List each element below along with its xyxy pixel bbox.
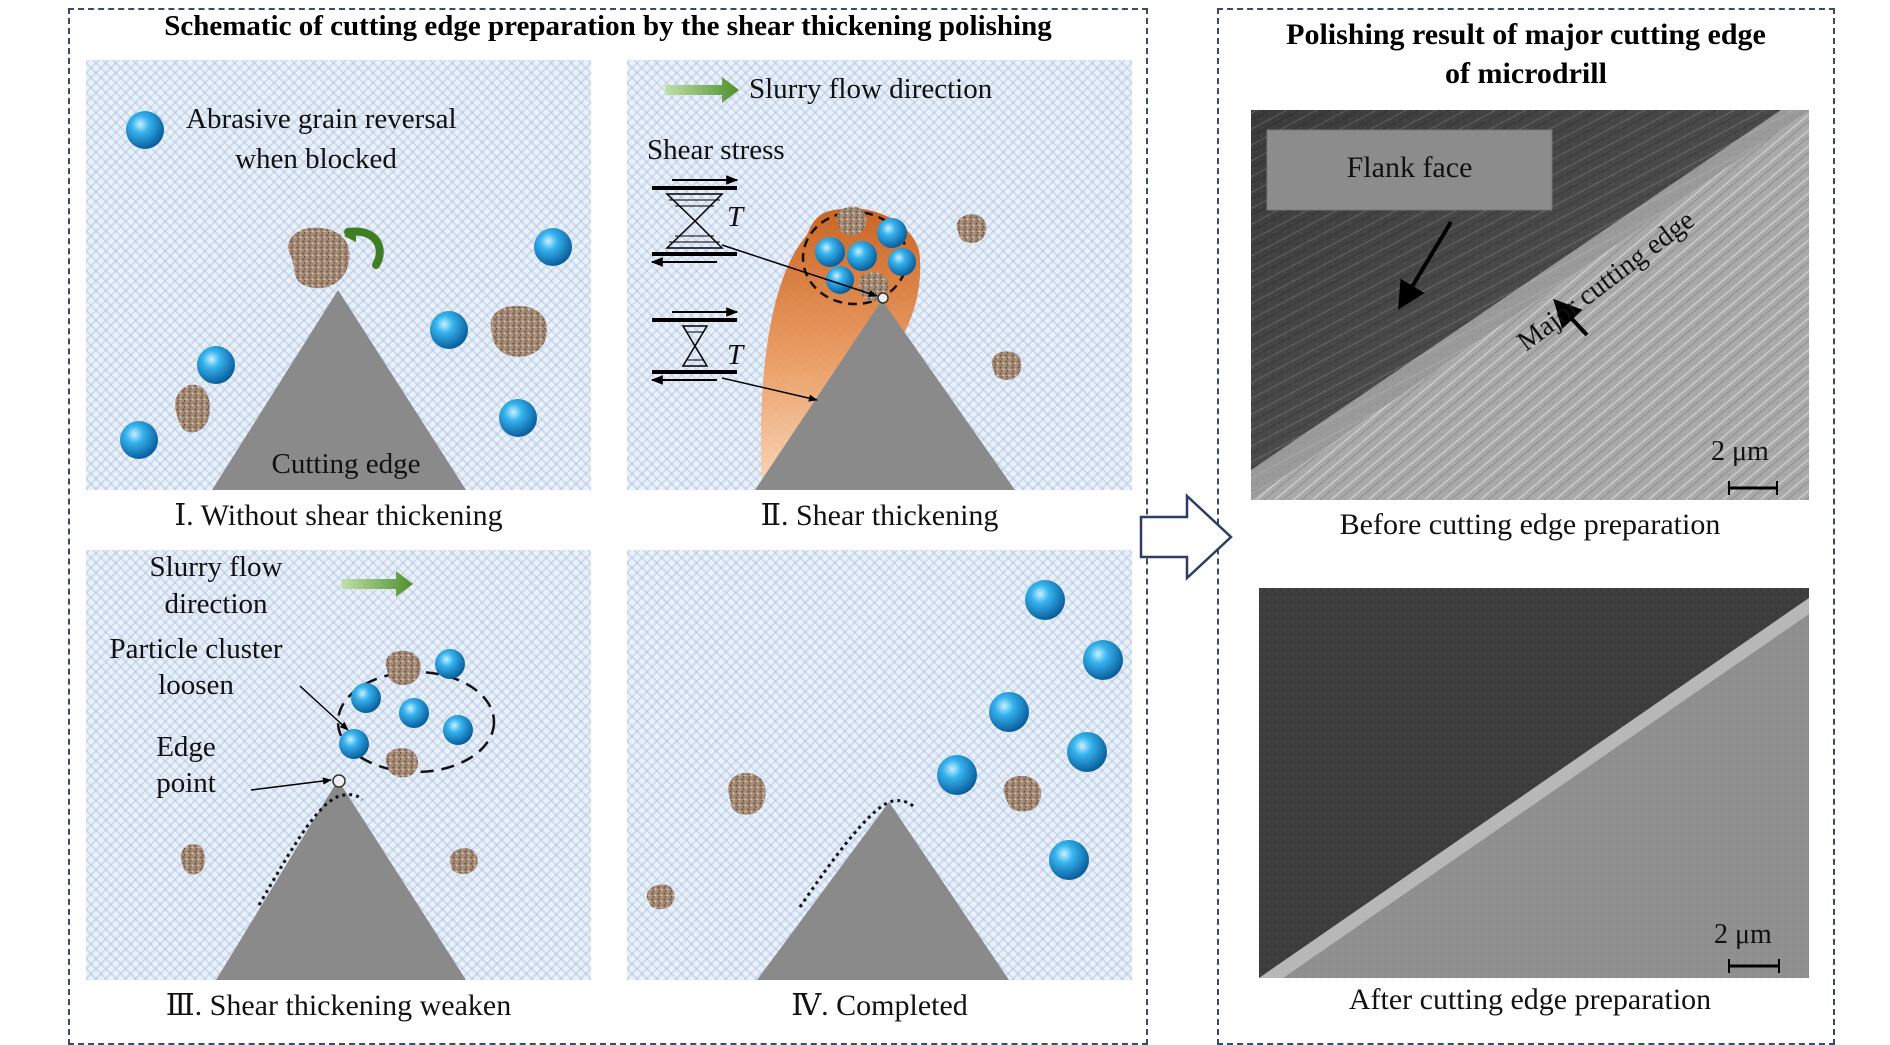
abrasive-grain bbox=[728, 772, 766, 815]
abrasive-sphere bbox=[351, 683, 381, 713]
tau-symbol-2: T bbox=[727, 339, 744, 371]
flow-arrow-icon bbox=[342, 571, 413, 597]
sem-before-drawing bbox=[1251, 110, 1809, 500]
sem-after-image: 2 μm bbox=[1259, 588, 1809, 978]
abrasive-sphere bbox=[1083, 640, 1123, 680]
abrasive-grain bbox=[490, 305, 548, 357]
panel-4-caption: Ⅳ. Completed bbox=[791, 989, 968, 1022]
cutting-edge-wedge bbox=[212, 290, 466, 490]
result-arrow-icon bbox=[1139, 493, 1233, 581]
pointer-line bbox=[721, 377, 818, 402]
flank-arrow bbox=[1398, 220, 1453, 310]
sem-after-caption: After cutting edge preparation bbox=[1348, 983, 1712, 1016]
abrasive-sphere bbox=[815, 237, 845, 267]
flow-label-line2: direction bbox=[164, 588, 268, 620]
panel-3-caption: Ⅲ. Shear thickening weaken bbox=[165, 989, 512, 1022]
abrasive-grain bbox=[175, 384, 210, 433]
sem-after-drawing bbox=[1259, 588, 1809, 978]
abrasive-sphere bbox=[499, 399, 537, 437]
abrasive-grain bbox=[180, 844, 206, 875]
panel-without-shear-thickening: Abrasive grain reversal when blocked Cut… bbox=[86, 60, 591, 490]
panel-1-drawing bbox=[120, 111, 572, 490]
abrasive-sphere bbox=[877, 218, 907, 248]
flow-label-line1: Slurry flow bbox=[149, 551, 283, 583]
abrasive-grain bbox=[646, 884, 675, 910]
panel-3-drawing bbox=[180, 571, 496, 980]
abrasive-grain bbox=[956, 214, 987, 243]
pointer-line bbox=[721, 244, 878, 297]
abrasive-sphere bbox=[430, 311, 468, 349]
rounded-edge-profile bbox=[798, 799, 914, 908]
abrasive-sphere bbox=[120, 421, 158, 459]
cutting-edge-wedge bbox=[755, 300, 1015, 490]
shear-stress-label: Shear stress bbox=[647, 134, 785, 166]
abrasive-sphere bbox=[339, 729, 369, 759]
abrasive-sphere bbox=[197, 346, 235, 384]
scale-label: 2 μm bbox=[1711, 436, 1769, 467]
panel-4-drawing bbox=[646, 580, 1123, 980]
contact-point bbox=[877, 292, 889, 304]
scale-label: 2 μm bbox=[1714, 919, 1772, 950]
flow-arrow-icon bbox=[665, 77, 739, 103]
abrasive-sphere bbox=[1025, 580, 1065, 620]
edge-point-marker bbox=[332, 774, 346, 788]
panel-completed bbox=[627, 550, 1132, 980]
panel-2-drawing bbox=[650, 77, 1022, 490]
abrasive-grain bbox=[385, 650, 421, 686]
edge-arrow bbox=[1553, 298, 1589, 337]
panel-1-caption: Ⅰ. Without shear thickening bbox=[174, 499, 503, 532]
tau-symbol-1: T bbox=[727, 201, 744, 233]
results-title-line1: Polishing result of major cutting edge bbox=[1286, 18, 1766, 51]
abrasive-sphere bbox=[534, 228, 572, 266]
sem-before-caption: Before cutting edge preparation bbox=[1339, 508, 1721, 541]
honed-edge-band bbox=[1259, 598, 1809, 978]
abrasive-sphere bbox=[847, 241, 877, 271]
edge-point-label-line2: point bbox=[156, 767, 216, 799]
panel-shear-thickening: Slurry flow direction Shear stress T T bbox=[627, 60, 1132, 490]
abrasive-sphere bbox=[126, 111, 164, 149]
shear-stress-symbol-icon bbox=[650, 307, 739, 385]
cutting-edge-wedge bbox=[216, 780, 466, 980]
panel-shear-thickening-weaken: Slurry flow direction Particle cluster l… bbox=[86, 550, 591, 980]
panel-2-caption: Ⅱ. Shear thickening bbox=[760, 499, 999, 532]
abrasive-sphere bbox=[989, 692, 1029, 732]
results-title-line2: of microdrill bbox=[1445, 57, 1607, 90]
abrasive-sphere bbox=[826, 266, 854, 294]
pointer-line bbox=[250, 777, 332, 791]
abrasive-sphere bbox=[937, 755, 977, 795]
abrasive-sphere bbox=[399, 698, 429, 728]
pointer-line bbox=[299, 685, 349, 731]
edge-point-label-line1: Edge bbox=[156, 731, 216, 763]
abrasive-grain bbox=[991, 351, 1022, 380]
flow-direction-label: Slurry flow direction bbox=[749, 73, 993, 105]
flank-face-label-box bbox=[1266, 129, 1553, 211]
flank-face-label: Flank face bbox=[1346, 151, 1473, 184]
cutting-edge-label: Cutting edge bbox=[271, 448, 421, 480]
abrasive-grain bbox=[449, 848, 478, 875]
abrasive-grain bbox=[385, 748, 419, 778]
abrasive-sphere bbox=[1067, 732, 1107, 772]
legend-text-line1: Abrasive grain reversal bbox=[186, 103, 457, 135]
legend-text-line2: when blocked bbox=[235, 143, 397, 175]
abrasive-grain bbox=[1003, 775, 1042, 812]
abrasive-sphere bbox=[435, 649, 465, 679]
abrasive-grain bbox=[288, 227, 350, 289]
abrasive-sphere bbox=[443, 715, 473, 745]
abrasive-grain bbox=[836, 206, 867, 236]
cluster-label-line1: Particle cluster bbox=[109, 633, 283, 665]
abrasive-sphere bbox=[888, 248, 916, 276]
cutting-edge-wedge bbox=[757, 802, 1009, 980]
abrasive-sphere bbox=[1049, 840, 1089, 880]
cluster-label-line2: loosen bbox=[158, 669, 234, 701]
sem-before-image: Flank face Major cutting edge 2 μm bbox=[1251, 110, 1809, 500]
schematic-title: Schematic of cutting edge preparation by… bbox=[164, 10, 1052, 42]
shear-stress-symbol-icon bbox=[650, 175, 739, 267]
